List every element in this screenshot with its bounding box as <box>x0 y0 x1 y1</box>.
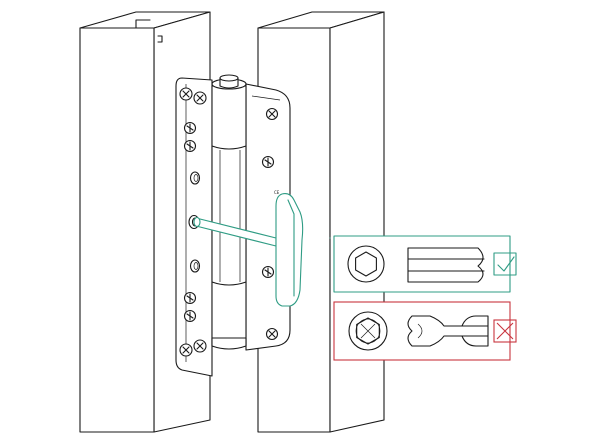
svg-text:CE: CE <box>274 190 280 195</box>
screw-icon <box>183 139 197 153</box>
ce-marking: CE <box>274 190 280 195</box>
screw-icon <box>183 121 197 135</box>
screw-icon <box>265 107 279 121</box>
screw-icon <box>261 265 275 279</box>
screw-icon <box>179 87 193 101</box>
screw-icon <box>265 327 279 341</box>
cross-icon <box>493 319 517 343</box>
correct-tool-callout <box>329 235 517 293</box>
hex-bit-side-view <box>407 247 485 283</box>
check-icon <box>493 252 517 276</box>
screw-icon <box>179 343 193 357</box>
screw-icon <box>193 91 207 105</box>
screw-icon <box>183 309 197 323</box>
screw-icon <box>193 339 207 353</box>
adjustment-hole <box>189 171 201 185</box>
rounded-socket-cross-section <box>348 311 388 351</box>
adjustment-hole <box>189 259 201 273</box>
hex-key-tool <box>193 193 304 307</box>
ball-end-bit-side-view <box>407 315 489 347</box>
incorrect-tool-callout <box>333 301 517 361</box>
hex-socket-cross-section <box>347 245 385 283</box>
screw-icon <box>261 155 275 169</box>
hinge-barrel <box>211 74 247 350</box>
screw-icon <box>183 291 197 305</box>
